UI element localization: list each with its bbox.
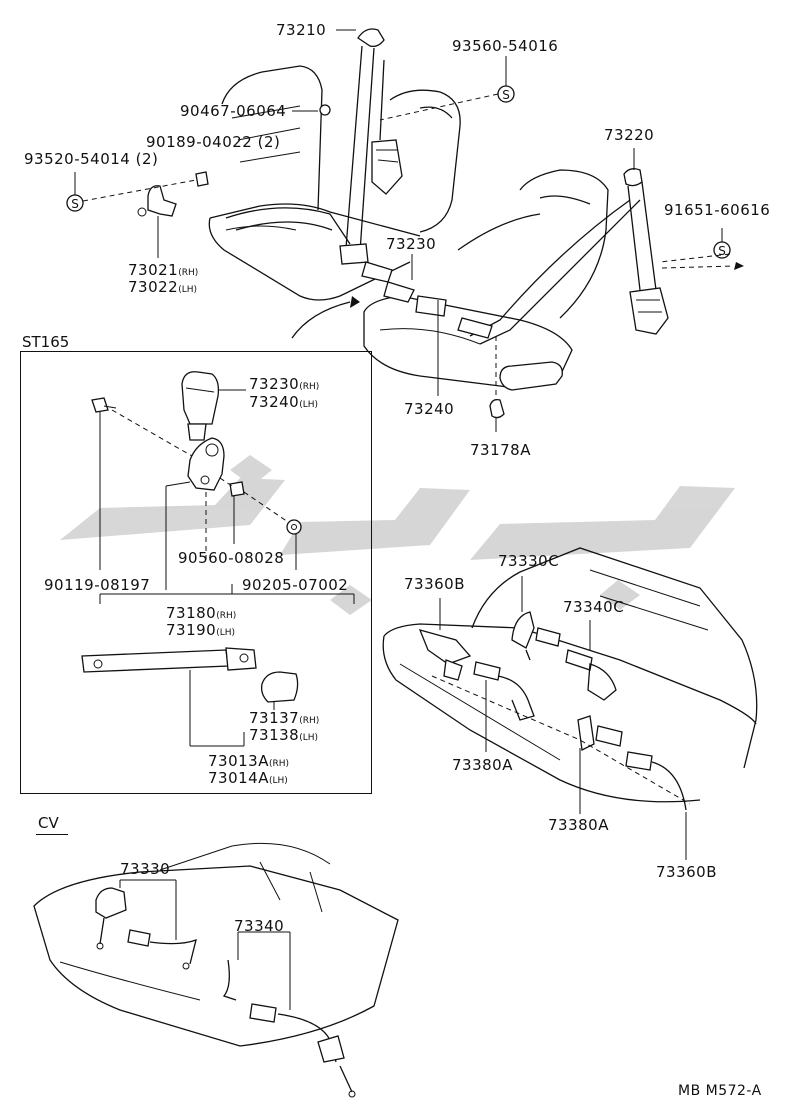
front-seat-assembly (209, 66, 608, 388)
part-label-73014A-lh: 73014A(LH) (208, 769, 288, 787)
part-label-73330C: 73330C (498, 552, 560, 570)
part-label-73240-top: 73240 (404, 400, 455, 418)
cover-symbol-93560: S (498, 86, 514, 102)
anchor-73021 (138, 186, 176, 216)
part-label-73360B-bottom: 73360B (656, 863, 718, 881)
watermark (60, 455, 735, 615)
svg-text:S: S (502, 88, 510, 102)
st165-inset-frame (20, 351, 372, 794)
part-label-90119-08197: 90119-08197 (44, 576, 151, 594)
part-label-90205-07002: 90205-07002 (242, 576, 349, 594)
part-label-73021-rh: 73021(RH) (128, 261, 199, 279)
part-label-73210: 73210 (276, 21, 327, 39)
part-label-90189-04022: 90189-04022 (2) (146, 133, 281, 151)
diagram-id: MB M572-A (678, 1083, 762, 1099)
part-label-73240-lh: 73240(LH) (249, 393, 319, 411)
part-label-73220: 73220 (604, 126, 655, 144)
part-label-73013A-rh: 73013A(RH) (208, 752, 290, 770)
part-label-73190-lh: 73190(LH) (166, 621, 236, 639)
part-label-73230-rh: 73230(RH) (249, 375, 320, 393)
part-label-73380A-mid: 73380A (548, 816, 609, 834)
part-label-73330: 73330 (120, 860, 171, 878)
shoulder-belt-73220 (416, 169, 668, 390)
cv-rear-seat-assembly (34, 843, 398, 1097)
bolt-90189 (196, 172, 208, 186)
cap-73178A (490, 400, 504, 418)
part-label-73138-lh: 73138(LH) (249, 726, 319, 744)
part-label-91651-60616: 91651-60616 (664, 201, 771, 219)
part-label-73380A-left: 73380A (452, 756, 513, 774)
section-label-st165: ST165 (22, 333, 70, 351)
part-label-90560-08028: 90560-08028 (178, 549, 285, 567)
part-label-73022-lh: 73022(LH) (128, 278, 198, 296)
part-label-73340C: 73340C (563, 598, 625, 616)
part-label-90467-06064: 90467-06064 (180, 102, 287, 120)
part-label-73137-rh: 73137(RH) (249, 709, 320, 727)
part-label-93520-54014: 93520-54014 (2) (24, 150, 159, 168)
rear-seat-assembly (383, 548, 757, 860)
cover-symbol-93520: S (67, 195, 83, 211)
top-leader-lines (75, 30, 744, 432)
shoulder-belt-73210 (226, 29, 414, 302)
part-label-73340: 73340 (234, 917, 285, 935)
svg-text:S: S (71, 197, 79, 211)
part-label-93560-54016: 93560-54016 (452, 37, 559, 55)
anchor-bolt-90467 (320, 105, 330, 115)
section-underline-cv (36, 834, 68, 835)
part-label-73360B-top: 73360B (404, 575, 466, 593)
part-label-73230-top: 73230 (386, 235, 437, 253)
part-label-73180-rh: 73180(RH) (166, 604, 237, 622)
svg-text:S: S (718, 244, 726, 258)
part-label-73178A: 73178A (470, 441, 531, 459)
section-label-cv: CV (38, 814, 59, 832)
st165-inset-parts (82, 372, 354, 746)
